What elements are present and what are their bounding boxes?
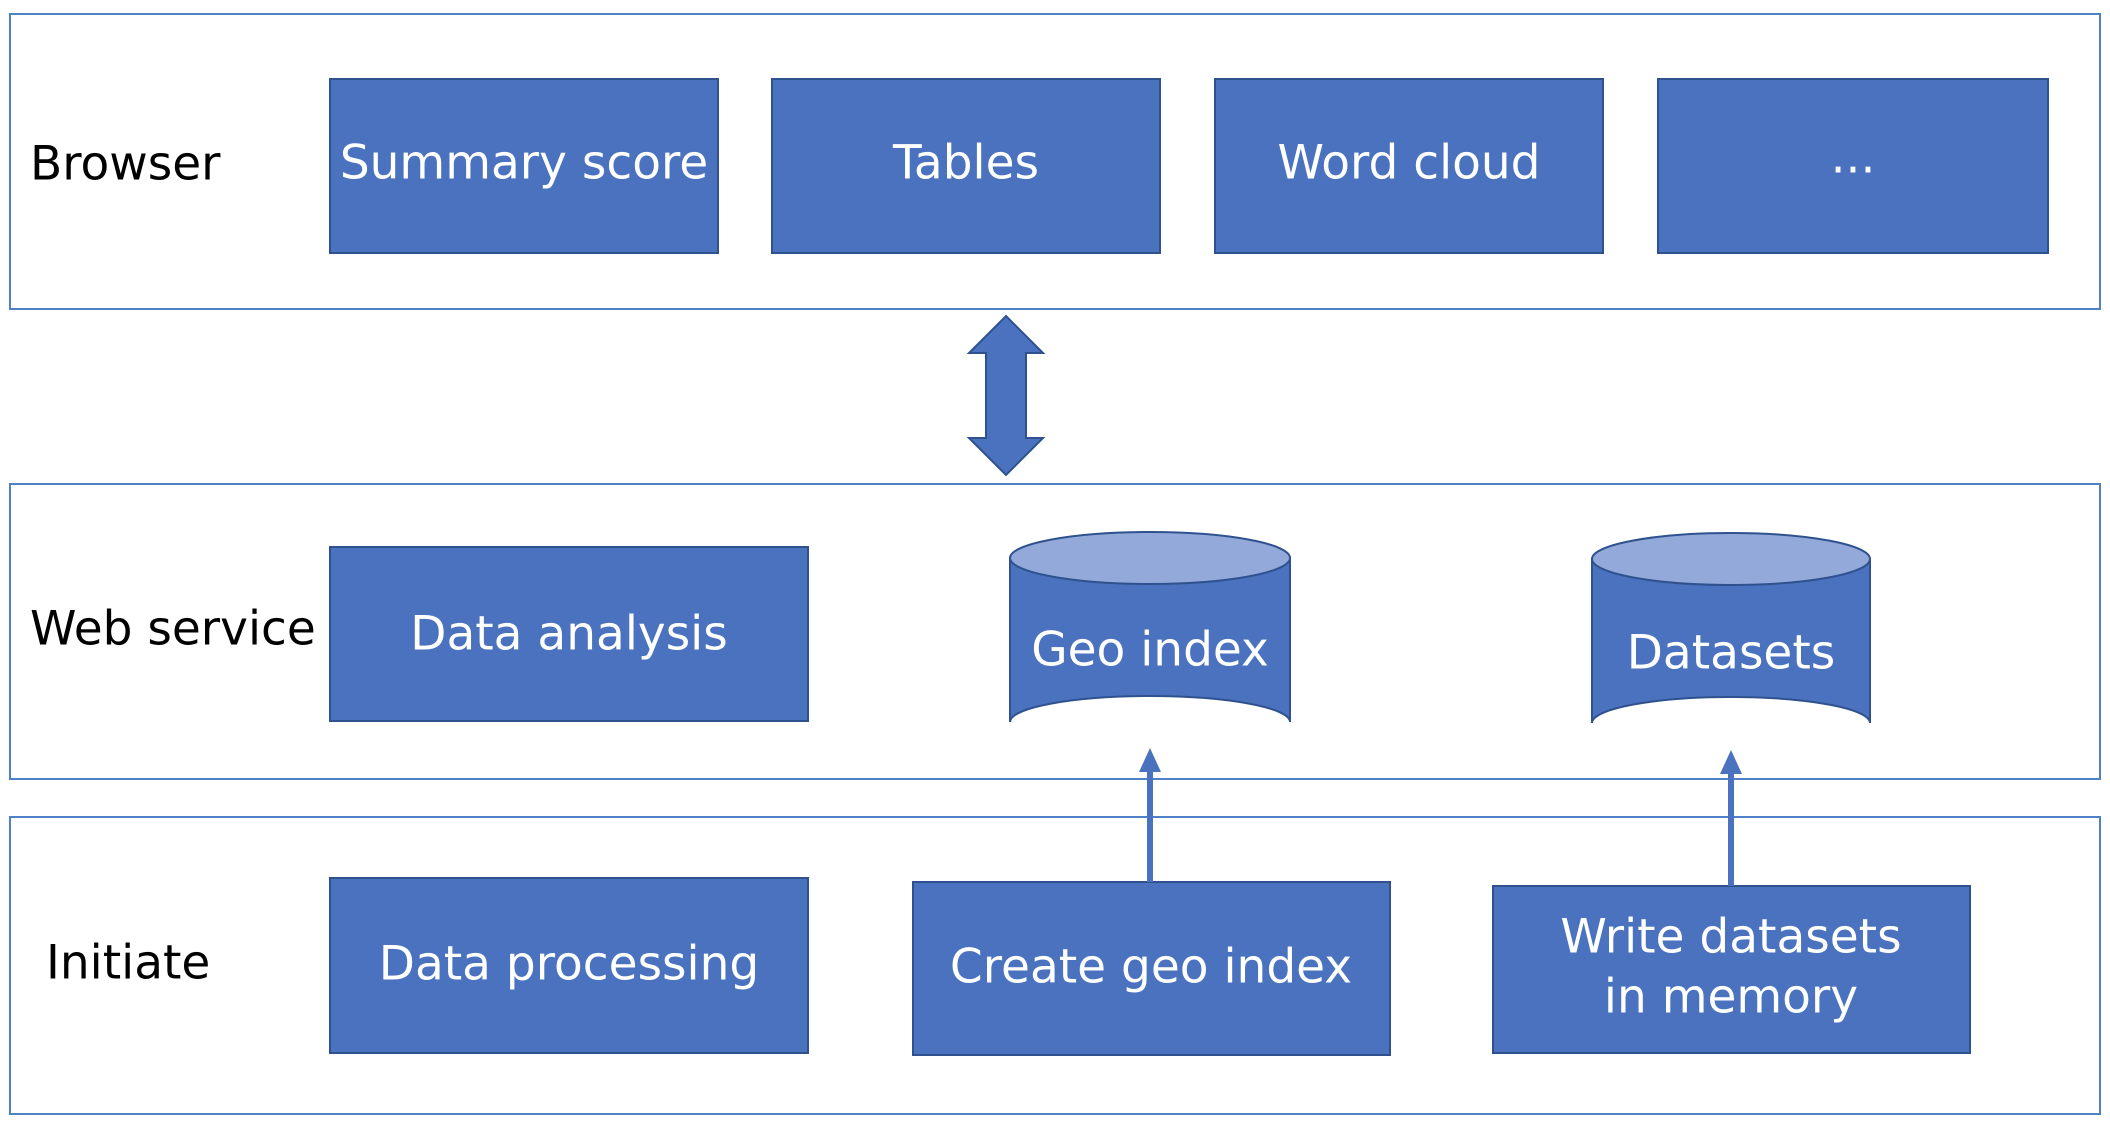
word-cloud-label: Word cloud (1277, 136, 1540, 191)
more-modules-box: ... (1657, 78, 2049, 254)
initiate-layer: Initiate Data processing Create geo inde… (9, 816, 2101, 1115)
geo-index-database: Geo index (1009, 531, 1291, 723)
summary-score-label: Summary score (340, 136, 708, 191)
more-modules-label: ... (1831, 130, 1876, 185)
browser-layer-label: Browser (30, 137, 221, 192)
summary-score-module: Summary score (329, 78, 719, 254)
word-cloud-module: Word cloud (1214, 78, 1604, 254)
bidirectional-arrow (966, 314, 1046, 477)
geo-index-cylinder-top (1009, 531, 1291, 585)
write-datasets-label-line2: in memory (1604, 970, 1858, 1025)
write-datasets-label-line1: Write datasets (1560, 910, 1901, 965)
geo-index-label: Geo index (1031, 623, 1269, 678)
data-processing-module: Data processing (329, 877, 809, 1054)
data-analysis-label: Data analysis (410, 607, 727, 662)
datasets-arrow (1720, 750, 1742, 886)
data-processing-label: Data processing (379, 937, 759, 992)
tables-module: Tables (771, 78, 1161, 254)
datasets-label: Datasets (1627, 626, 1836, 681)
web-service-layer-label: Web service (30, 602, 316, 657)
write-datasets-module: Write datasets in memory (1492, 885, 1971, 1054)
datasets-cylinder-body (1591, 558, 1871, 724)
browser-layer: Browser Summary score Tables Word cloud … (9, 13, 2101, 310)
geo-index-arrow (1139, 748, 1161, 882)
create-geo-index-module: Create geo index (912, 881, 1391, 1056)
data-analysis-module: Data analysis (329, 546, 809, 722)
initiate-layer-label: Initiate (46, 936, 210, 991)
create-geo-index-label: Create geo index (950, 940, 1352, 995)
datasets-database: Datasets (1591, 532, 1871, 724)
web-service-layer: Web service Data analysis Geo index Data… (9, 483, 2101, 780)
tables-label: Tables (892, 136, 1039, 191)
datasets-cylinder-top (1591, 532, 1871, 586)
geo-index-cylinder-body (1009, 557, 1291, 723)
